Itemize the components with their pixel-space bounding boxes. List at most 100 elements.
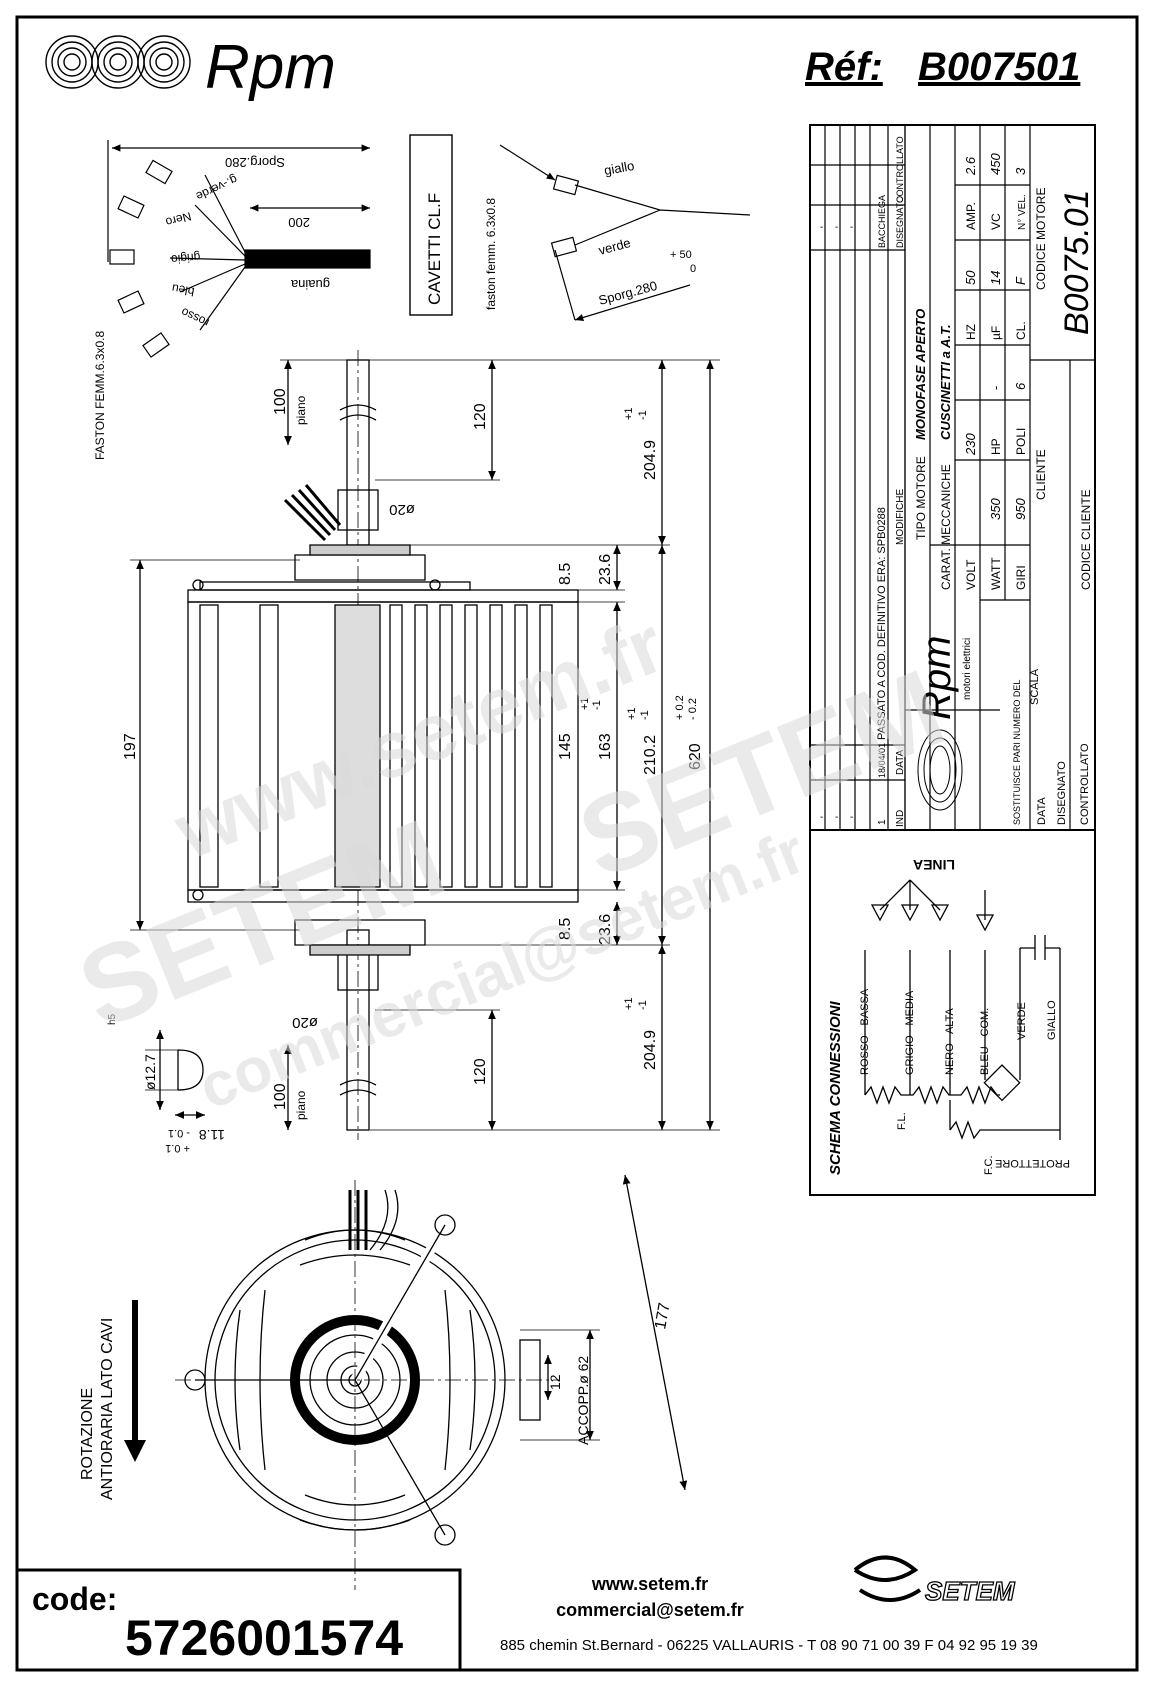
- codice-motore-value: B0075.01: [1058, 189, 1096, 335]
- codice-motore-label: CODICE MOTORE: [1034, 188, 1048, 290]
- rev1-date: 18/04/01: [877, 743, 887, 778]
- rev-ind-label: IND: [895, 810, 906, 827]
- spec-nvel-label: N° VEL.: [1017, 194, 1028, 230]
- wire-label-verde: verde: [597, 235, 632, 258]
- dim-piano-bot: piano: [294, 1090, 308, 1120]
- tol-204-bot-minus: -1: [637, 1000, 649, 1010]
- spec-hp-label: HP: [989, 438, 1003, 455]
- dim-8-5-top: 8.5: [557, 563, 574, 585]
- wire-label-g-verde: g.-verde: [194, 172, 240, 203]
- dim-120-top: 120: [472, 403, 489, 430]
- schema-fc: F.C.: [983, 1155, 995, 1175]
- wiring-harness-right: [499, 144, 751, 321]
- scala-label: SCALA: [1029, 668, 1041, 705]
- ref-value: B007501: [918, 45, 1080, 89]
- dim-sporg-left: Sporg.280: [225, 155, 285, 170]
- schema-linea: LINEA: [913, 857, 955, 873]
- rev1-ind: 1: [877, 819, 888, 825]
- sostituisce-label: SOSTITUISCE PARI NUMERO DEL: [1012, 680, 1022, 825]
- tol-620-plus: + 0.2: [674, 695, 686, 720]
- schema-wire-bleu: BLEU - COM.: [979, 1008, 991, 1075]
- spec-cl-value: F: [1013, 276, 1028, 285]
- spec-cl-label: CL.: [1014, 321, 1028, 340]
- rev-controllato: CONTROLLATO: [895, 136, 905, 203]
- schema-wire-nero: NERO - ALTA: [944, 1008, 956, 1075]
- wire-label-bleu: bleu: [171, 281, 196, 299]
- tol-210-plus: +1: [626, 707, 638, 720]
- dim-12: 12: [547, 1374, 563, 1390]
- cavetti-label: CAVETTI CL.F: [425, 193, 444, 305]
- dim-120-bot: 120: [472, 1058, 489, 1085]
- spec-poli-label: POLI: [1014, 428, 1028, 455]
- title-block: [809, 124, 1096, 831]
- rev-dash-3: -: [850, 812, 853, 823]
- dim-h5: h5: [107, 1013, 118, 1025]
- carat-value: CUSCINETTI a A.T.: [938, 324, 953, 440]
- schema-wiring: [864, 879, 1061, 1140]
- rev-dash-4: -: [820, 222, 823, 233]
- dim-11-8: 11.8: [199, 1127, 225, 1143]
- wire-label-giallo: giallo: [603, 158, 636, 178]
- spec-vc-label: VC: [989, 213, 1003, 230]
- footer-email: commercial@setem.fr: [556, 1600, 744, 1620]
- rev1-text: PASSATO A COD. DEFINITIVO ERA: SPB0288: [876, 507, 888, 740]
- tol-11-8-plus: + 0.1: [165, 1142, 190, 1154]
- spec-vc-value: 450: [988, 153, 1003, 175]
- spec-amp-label: AMP.: [964, 202, 978, 230]
- controllato-label: CONTROLLATO: [1079, 743, 1091, 825]
- brand-name: Rpm: [205, 33, 336, 102]
- rev-dash-6: -: [850, 222, 853, 233]
- schema-wire-rosso: ROSSO - BASSA: [859, 988, 871, 1075]
- schema-box: [809, 829, 1096, 1196]
- footer-web: www.setem.fr: [591, 1574, 708, 1594]
- code-label: code:: [32, 1581, 117, 1617]
- tol-204-bot-plus: +1: [623, 997, 635, 1010]
- label-faston-left: FASTON FEMM.6.3x0.8: [93, 331, 107, 460]
- dim-204-bot: 204.9: [642, 1030, 659, 1070]
- spec-poli-value: 6: [1013, 382, 1028, 390]
- rev-bacchiega: BACCHIEGA: [877, 195, 887, 248]
- dim-200: 200: [288, 215, 310, 230]
- ref-label: Réf:: [805, 45, 883, 89]
- rotation-label-1: ROTAZIONE: [79, 1388, 96, 1480]
- setem-logo-text: SETEM: [925, 1576, 1016, 1606]
- code-box: [15, 1568, 462, 1672]
- wire-label-nero: Nero: [164, 209, 193, 229]
- dim-piano-top: piano: [294, 395, 308, 425]
- spec-uf-label: µF: [989, 326, 1003, 340]
- spec-hp-value: -: [988, 386, 1003, 390]
- rpm-logo-icon: [45, 35, 191, 89]
- data-label: DATA: [1036, 797, 1048, 825]
- spec-volt-value: 230: [963, 433, 978, 456]
- label-guaina: guaina: [290, 277, 330, 292]
- tipo-motore-label: TIPO MOTORE: [914, 456, 928, 540]
- dim-100-top: 100: [272, 388, 289, 415]
- dim-shaft-dia-top: ø20: [389, 501, 415, 518]
- codice-cliente-label: CODICE CLIENTE: [1079, 489, 1093, 590]
- tol-plus-50: + 50: [670, 249, 692, 261]
- tb-logo-text: Rpm: [915, 636, 959, 720]
- motor-end-view: [175, 1174, 688, 1590]
- schema-title: SCHEMA CONNESSIONI: [827, 1001, 844, 1175]
- rev-disegnato: DISEGNATO: [895, 196, 905, 248]
- dim-197: 197: [122, 733, 139, 760]
- tb-logo-coil-icon: [917, 729, 963, 811]
- wire-label-rosso: rosso: [178, 305, 211, 330]
- dim-8-5-bot: 8.5: [557, 918, 574, 940]
- spec-giri-label: GIRI: [1014, 565, 1028, 590]
- wiring-harness-left: [107, 140, 371, 358]
- code-value: 5726001574: [125, 1610, 403, 1666]
- schema-protettore: PROTETTORE: [995, 1157, 1070, 1169]
- cliente-label: CLIENTE: [1034, 449, 1048, 500]
- spec-nvel-value: 3: [1013, 167, 1028, 175]
- dim-12-7: ø12.7: [142, 1054, 158, 1090]
- schema-fl: F.L.: [896, 1112, 908, 1130]
- dim-163: 163: [597, 733, 614, 760]
- cavetti-box: [409, 134, 453, 316]
- spec-uf-value: 14: [988, 271, 1003, 285]
- tb-logo-sub: motori elettrici: [962, 638, 973, 700]
- rev-modifiche-label: MODIFICHE: [895, 489, 906, 545]
- wire-label-grigio: grigio: [170, 250, 201, 267]
- tol-204-top-plus: +1: [623, 407, 635, 420]
